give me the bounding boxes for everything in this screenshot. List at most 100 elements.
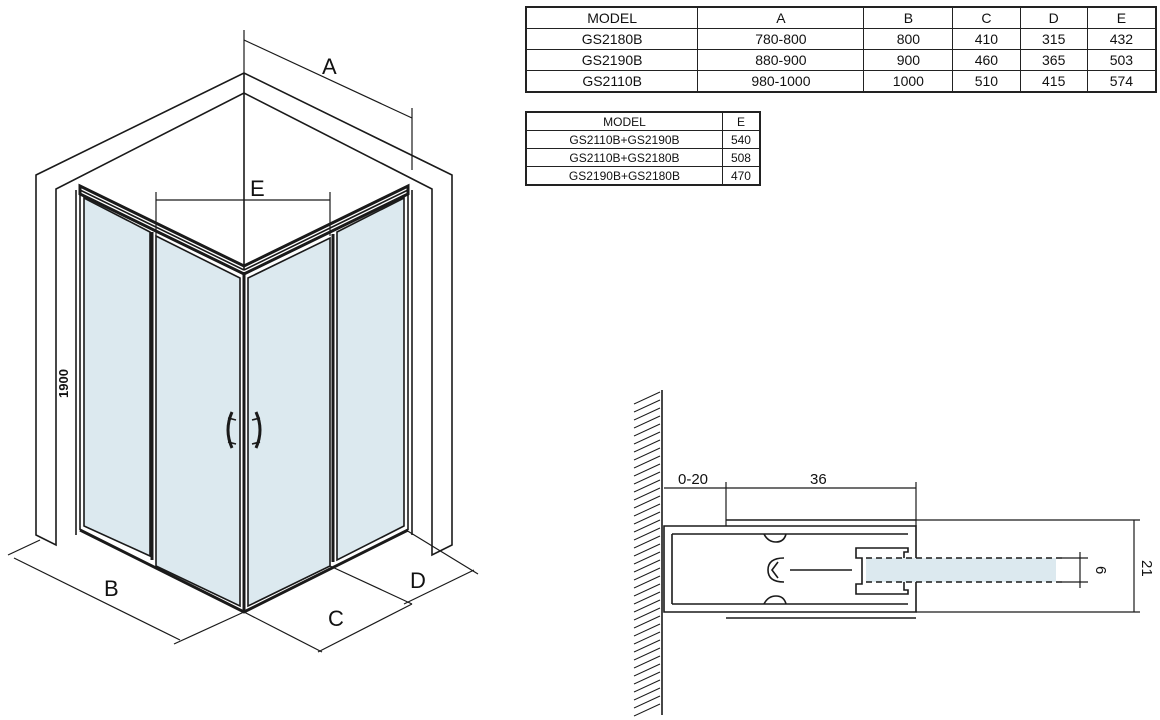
hatch-line: [633, 591, 661, 605]
table-cell: GS2180B: [525, 28, 699, 50]
hatch-line: [633, 415, 661, 429]
dimension-d-line: [403, 569, 475, 605]
wall-hatch: [633, 391, 661, 717]
label-d: D: [410, 568, 426, 593]
hatch-line: [633, 663, 661, 677]
hatch-line: [633, 503, 661, 517]
handle-right-mount-top: [251, 417, 261, 421]
label-a: A: [322, 54, 337, 79]
hatch-line: [633, 487, 661, 501]
glass-panel-left-fixed: [83, 196, 151, 558]
hatch-line: [633, 431, 661, 445]
table-cell: 508: [721, 148, 761, 167]
label-profile-height: 21: [1138, 560, 1155, 577]
table-cell: 800: [863, 28, 954, 50]
table-cell: 900: [863, 49, 954, 71]
hatch-line: [633, 623, 661, 637]
header-cell: C: [952, 6, 1021, 29]
hatch-line: [633, 703, 661, 717]
enclosure-isometric: A E 1900 B C D: [7, 30, 479, 653]
wall-block: [634, 390, 662, 715]
hatch-line: [633, 687, 661, 701]
label-wall-gap: 0-20: [678, 471, 708, 488]
table-cell: 510: [952, 70, 1021, 93]
table-cell: 410: [952, 28, 1021, 50]
hatch-line: [633, 639, 661, 653]
hatch-line: [633, 479, 661, 493]
hatch-line: [633, 615, 661, 629]
hatch-line: [633, 495, 661, 509]
table-cell: 460: [952, 49, 1021, 71]
handle-left-mount-bottom: [227, 441, 237, 445]
hatch-line: [633, 679, 661, 693]
hatch-line: [633, 599, 661, 613]
profile-glass: [866, 558, 1056, 582]
table-cell: 980-1000: [697, 70, 865, 93]
label-profile-width: 36: [810, 471, 827, 488]
hatch-line: [633, 439, 661, 453]
hatch-line: [633, 463, 661, 477]
table-cell: 315: [1019, 28, 1088, 50]
hatch-line: [633, 567, 661, 581]
hatch-line: [633, 551, 661, 565]
header-cell: MODEL: [525, 6, 699, 29]
label-c: C: [328, 606, 344, 631]
hatch-line: [633, 423, 661, 437]
profile-clip-top: [763, 533, 787, 543]
header-cell: E: [1086, 6, 1157, 29]
profile-gasket: [855, 547, 909, 595]
table-cell: 432: [1086, 28, 1157, 50]
hatch-line: [633, 559, 661, 573]
dimension-b-ext-right: [173, 611, 245, 645]
hatch-line: [633, 671, 661, 685]
hatch-line: [633, 399, 661, 413]
top-rail-mid-left: [79, 189, 245, 271]
hatch-line: [633, 511, 661, 525]
dimension-c-ext-right: [329, 565, 413, 605]
table-cell: 1000: [863, 70, 954, 93]
hatch-line: [633, 575, 661, 589]
profile-cross-section: 0-20 36 6 21: [633, 390, 1155, 717]
table-cell: 470: [721, 166, 761, 186]
label-b: B: [104, 576, 119, 601]
hatch-line: [633, 583, 661, 597]
dimension-b-ext-left: [7, 539, 41, 556]
dimension-c-line: [317, 603, 413, 653]
header-cell: D: [1019, 6, 1088, 29]
hatch-line: [633, 407, 661, 421]
hatch-line: [633, 527, 661, 541]
handle-left-icon: [226, 411, 234, 449]
label-glass-thickness: 6: [1092, 566, 1109, 574]
hatch-line: [633, 631, 661, 645]
hatch-line: [633, 447, 661, 461]
dimension-c-ext-left: [243, 611, 323, 653]
hatch-line: [633, 455, 661, 469]
hatch-line: [633, 647, 661, 661]
header-cell: B: [863, 6, 954, 29]
label-height: 1900: [56, 369, 71, 398]
table-cell: GS2110B: [525, 70, 699, 93]
hatch-line: [633, 471, 661, 485]
dimension-d-ext: [405, 529, 479, 575]
glass-panel-right-fixed: [336, 196, 405, 562]
table-cell: GS2110B+GS2190B: [525, 130, 723, 149]
dimension-a-line: [243, 39, 413, 119]
table-cell: GS2110B+GS2180B: [525, 148, 723, 167]
table-cell: 365: [1019, 49, 1088, 71]
hatch-line: [633, 519, 661, 533]
hatch-line: [633, 695, 661, 709]
table-cell: GS2190B: [525, 49, 699, 71]
hatch-line: [633, 607, 661, 621]
